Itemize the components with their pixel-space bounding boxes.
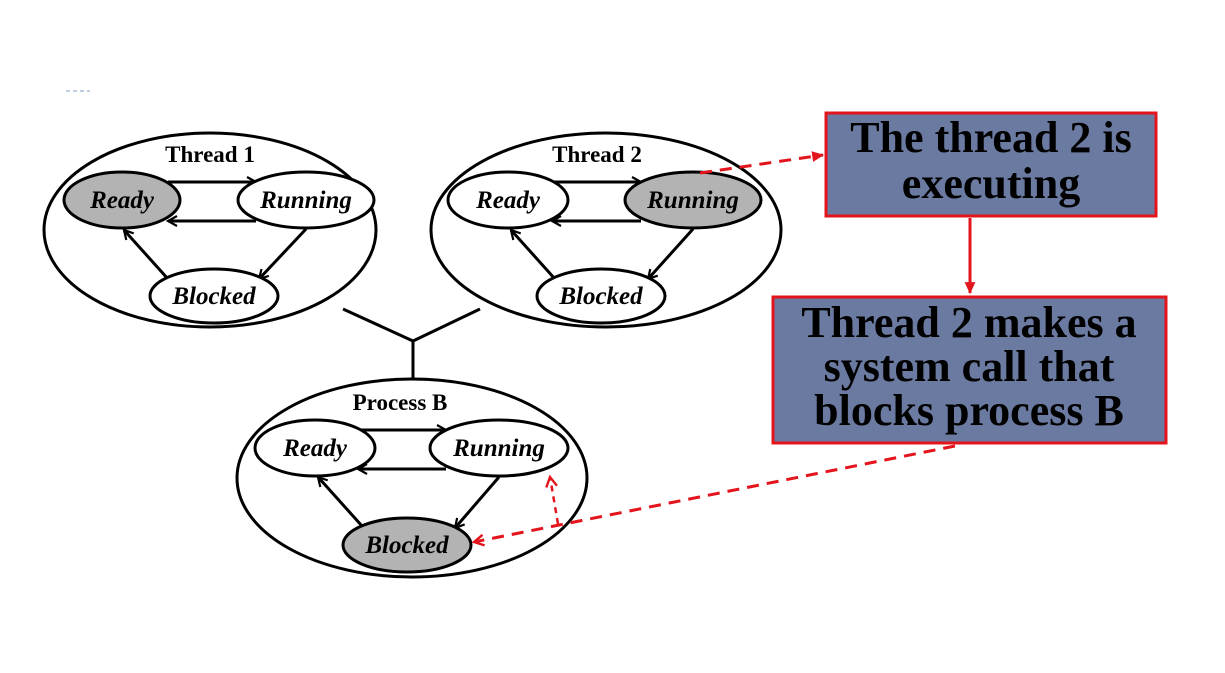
processB-running-state [428,418,570,478]
thread1-running-state [236,170,376,230]
processB-ready-label: Ready [282,435,348,462]
processB-group: Process B Ready Running Blocked [235,377,589,579]
callout-executing-line-1: The thread 2 is [850,113,1132,162]
thread2-running-to-callout-arrow [699,151,825,175]
thread2-running-state [623,170,763,230]
syscall-to-blocked-arrow [474,444,956,542]
thread2-running-label: Running [646,187,739,214]
thread2-blocked-state [535,267,667,325]
callout-syscall-line-3: blocks process B [814,386,1124,435]
thread1-group: Thread 1 Ready Running Blocked [42,131,378,329]
callout-syscall-line-1: Thread 2 makes a [801,298,1136,347]
thread2-title: Thread 2 [552,142,642,167]
thread1-running-to-blocked-arrow [259,227,308,279]
processB-blocked-label: Blocked [364,532,449,559]
callout-executing-line-2: executing [902,159,1080,208]
processB-blocked-to-ready-arrow [318,477,364,528]
processB-running-label: Running [452,435,545,462]
thread2-ready-state [446,170,570,230]
thread1-title: Thread 1 [165,142,255,167]
blocked-to-running-dotted-arrow [550,477,560,525]
callout-executing-box [824,111,1158,218]
thread1-running-label: Running [259,187,352,214]
callout-executing: The thread 2 is executing [824,111,1158,218]
callout-syscall-box [771,295,1168,445]
callout-syscall-line-2: system call that [824,342,1115,391]
processB-ready-state [253,418,377,478]
thread1-blocked-state [148,267,280,325]
thread2-ready-label: Ready [475,187,541,214]
thread2-blocked-to-ready-arrow [511,230,557,281]
process-tree-connectors [342,307,481,378]
processB-title: Process B [353,390,448,415]
thread2-group: Thread 2 Ready Running Blocked [429,131,783,329]
thread1-ready-label: Ready [89,187,155,214]
thread1-ready-state [62,170,182,230]
annotation-arrows [474,151,976,542]
callout-syscall: Thread 2 makes a system call that blocks… [771,295,1168,445]
thread2-blocked-label: Blocked [558,283,643,310]
thread1-blocked-label: Blocked [171,283,256,310]
thread2-running-to-blocked-arrow [648,227,695,279]
processB-running-to-blocked-arrow [455,476,501,528]
processB-blocked-state [341,516,473,574]
thread1-blocked-to-ready-arrow [124,230,170,281]
